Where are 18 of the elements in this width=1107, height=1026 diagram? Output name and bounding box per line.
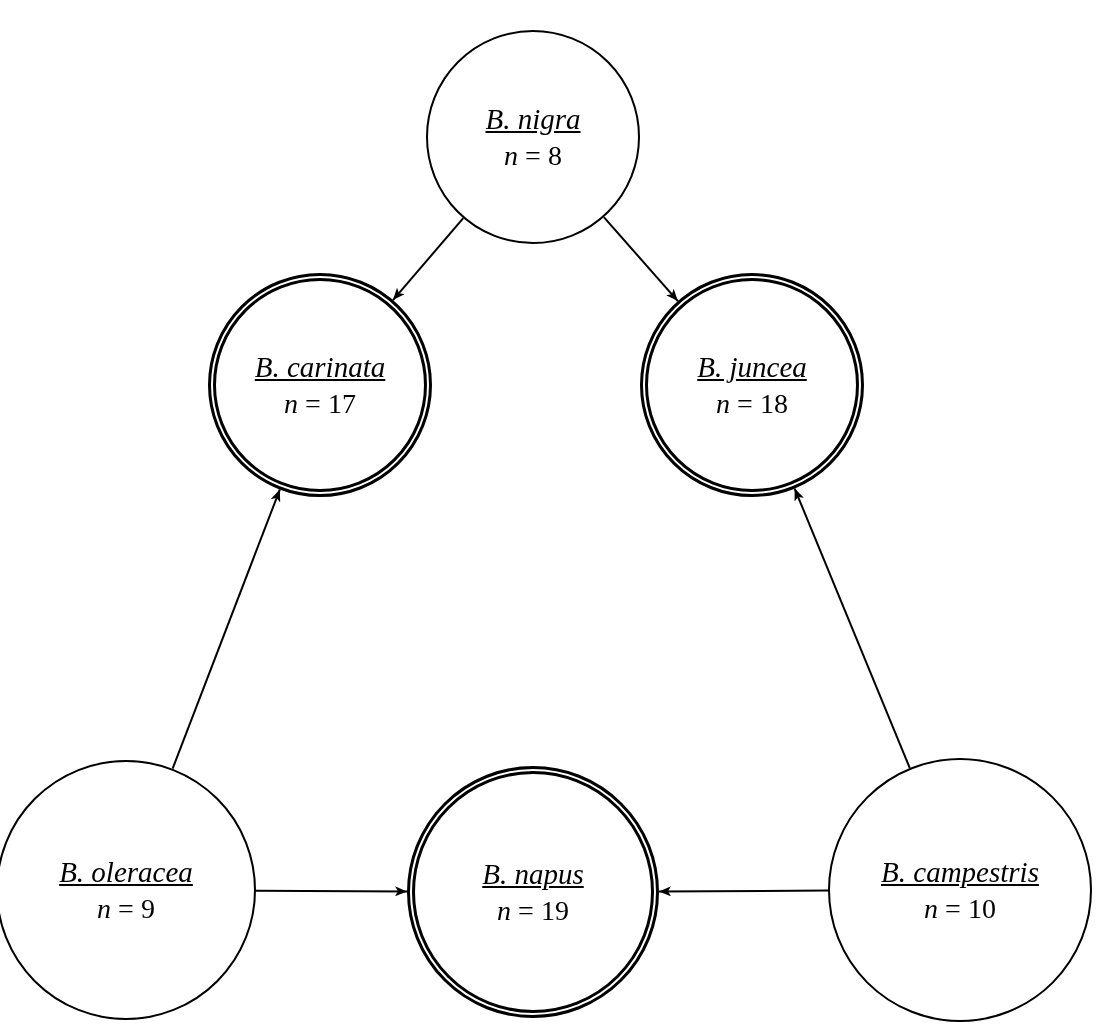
chromosome-number: n = 17 xyxy=(284,386,356,421)
chromosome-number: n = 9 xyxy=(97,891,155,926)
chromosome-number: n = 8 xyxy=(504,138,562,173)
chromosome-number: n = 18 xyxy=(716,386,788,421)
species-name: B. juncea xyxy=(697,350,807,386)
species-name: B. napus xyxy=(482,857,584,893)
species-name: B. campestris xyxy=(881,855,1039,891)
arrow xyxy=(391,217,465,302)
arrow xyxy=(793,487,911,769)
species-name: B. carinata xyxy=(254,350,386,386)
chromosome-number: n = 19 xyxy=(497,893,569,928)
species-name: B. nigra xyxy=(485,102,581,138)
arrow xyxy=(602,216,679,303)
arrow xyxy=(658,886,829,897)
arrow xyxy=(171,488,281,770)
chromosome-number: n = 10 xyxy=(924,891,996,926)
arrow xyxy=(255,886,408,897)
species-name: B. oleracea xyxy=(59,855,193,891)
